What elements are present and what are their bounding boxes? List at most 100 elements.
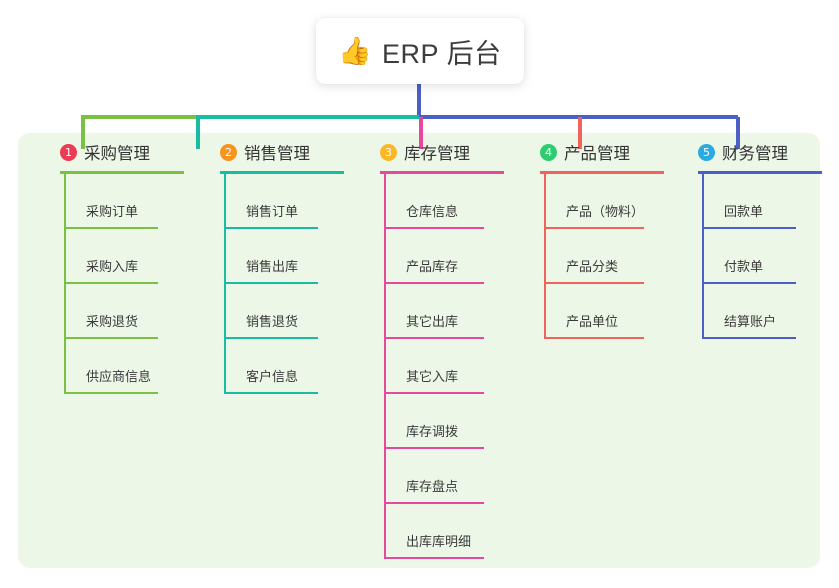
branch-item[interactable]: 销售退货 xyxy=(224,284,358,339)
branch-item-label: 其它出库 xyxy=(406,314,459,329)
branch-item-underline xyxy=(64,227,158,229)
branch-item-label: 库存盘点 xyxy=(406,479,459,494)
branch-items-product: 产品（物料） 产品分类产品单位 xyxy=(544,174,678,339)
branch-underline xyxy=(540,171,664,174)
root-node-card[interactable]: 👍 ERP 后台 xyxy=(316,18,524,84)
branch-item-underline xyxy=(224,227,318,229)
branch-item-underline xyxy=(384,447,484,449)
branch-item[interactable]: 产品库存 xyxy=(384,229,518,284)
branch-item[interactable]: 付款单 xyxy=(702,229,836,284)
branch-number-badge: 2 xyxy=(220,143,237,161)
branch-item[interactable]: 销售出库 xyxy=(224,229,358,284)
branch-item[interactable]: 出库库明细 xyxy=(384,504,518,559)
branch-title: 产品管理 xyxy=(564,145,630,163)
branch-item-label: 采购订单 xyxy=(86,204,139,219)
branch-item-underline xyxy=(702,337,796,339)
rail-segment-teal xyxy=(196,115,419,119)
branch-item-label: 付款单 xyxy=(724,259,764,274)
branch-column-product: 4 产品管理产品（物料） 产品分类产品单位 xyxy=(518,133,678,339)
thumbs-up-icon: 👍 xyxy=(338,35,373,66)
branch-header-sales[interactable]: 2 销售管理 xyxy=(198,133,358,171)
root-node-title: ERP 后台 xyxy=(382,38,502,69)
drop-inventory xyxy=(419,117,423,149)
branch-underline xyxy=(220,171,344,174)
branch-item-label: 库存调拨 xyxy=(406,424,459,439)
branch-item-label: 仓库信息 xyxy=(406,204,459,219)
branch-item[interactable]: 库存盘点 xyxy=(384,449,518,504)
branch-item-label: 出库库明细 xyxy=(406,534,472,549)
branch-item-underline xyxy=(224,282,318,284)
branch-item-label: 采购入库 xyxy=(86,259,139,274)
branch-title: 财务管理 xyxy=(722,145,788,163)
branch-number-badge: 4 xyxy=(540,143,557,161)
branch-spine xyxy=(224,174,226,394)
branch-item[interactable]: 回款单 xyxy=(702,174,836,229)
branch-number-badge: 3 xyxy=(380,143,397,161)
branch-item-underline xyxy=(544,282,644,284)
branch-item[interactable]: 产品（物料） xyxy=(544,174,678,229)
drop-purchase xyxy=(81,117,85,149)
branch-item-underline xyxy=(384,557,484,559)
branch-item[interactable]: 客户信息 xyxy=(224,339,358,394)
branch-item-underline xyxy=(64,282,158,284)
branch-items-finance: 回款单付款单结算账户 xyxy=(702,174,836,339)
branch-column-sales: 2 销售管理销售订单销售出库销售退货客户信息 xyxy=(198,133,358,394)
branch-item-label: 结算账户 xyxy=(724,314,777,329)
branch-item-label: 销售出库 xyxy=(246,259,299,274)
branch-item-label: 产品单位 xyxy=(566,314,619,329)
branch-item-label: 销售退货 xyxy=(246,314,299,329)
branch-item-label: 产品库存 xyxy=(406,259,459,274)
branch-item[interactable]: 库存调拨 xyxy=(384,394,518,449)
drop-product xyxy=(578,117,582,149)
branch-item-underline xyxy=(224,337,318,339)
branch-header-inventory[interactable]: 3 库存管理 xyxy=(358,133,518,171)
branch-item-label: 其它入库 xyxy=(406,369,459,384)
branch-spine xyxy=(384,174,386,559)
branch-item-underline xyxy=(64,392,158,394)
branch-item[interactable]: 销售订单 xyxy=(224,174,358,229)
branch-title: 库存管理 xyxy=(404,145,470,163)
branch-item[interactable]: 其它入库 xyxy=(384,339,518,394)
branch-item-underline xyxy=(702,227,796,229)
branch-item-underline xyxy=(384,502,484,504)
branch-items-purchase: 采购订单采购入库采购退货供应商信息 xyxy=(64,174,198,394)
branch-item[interactable]: 仓库信息 xyxy=(384,174,518,229)
branch-header-product[interactable]: 4 产品管理 xyxy=(518,133,678,171)
branch-item-label: 产品（物料） xyxy=(566,204,645,219)
branch-item-label: 产品分类 xyxy=(566,259,619,274)
connector-root-stem xyxy=(417,84,421,118)
branch-title: 采购管理 xyxy=(84,145,150,163)
branch-item-underline xyxy=(64,337,158,339)
branch-item-underline xyxy=(384,282,484,284)
branch-underline xyxy=(60,171,184,174)
branches-panel xyxy=(18,133,820,568)
branch-column-inventory: 3 库存管理仓库信息产品库存其它出库其它入库库存调拨库存盘点出库库明细 xyxy=(358,133,518,559)
branch-item[interactable]: 产品分类 xyxy=(544,229,678,284)
branch-item-underline xyxy=(384,337,484,339)
branch-underline xyxy=(380,171,504,174)
branch-item-underline xyxy=(384,227,484,229)
branch-item-underline xyxy=(544,337,644,339)
branch-item-underline xyxy=(384,392,484,394)
branch-item-label: 采购退货 xyxy=(86,314,139,329)
branch-item[interactable]: 供应商信息 xyxy=(64,339,198,394)
branch-title: 销售管理 xyxy=(244,145,310,163)
branch-spine xyxy=(702,174,704,339)
drop-sales xyxy=(196,117,200,149)
branch-underline xyxy=(698,171,822,174)
branch-item[interactable]: 采购订单 xyxy=(64,174,198,229)
branch-item[interactable]: 采购退货 xyxy=(64,284,198,339)
branch-item[interactable]: 结算账户 xyxy=(702,284,836,339)
branch-item-label: 销售订单 xyxy=(246,204,299,219)
branch-item[interactable]: 产品单位 xyxy=(544,284,678,339)
branch-item[interactable]: 采购入库 xyxy=(64,229,198,284)
branch-items-inventory: 仓库信息产品库存其它出库其它入库库存调拨库存盘点出库库明细 xyxy=(384,174,518,559)
drop-finance xyxy=(736,117,740,149)
rail-segment-green xyxy=(81,115,196,119)
branch-item[interactable]: 其它出库 xyxy=(384,284,518,339)
